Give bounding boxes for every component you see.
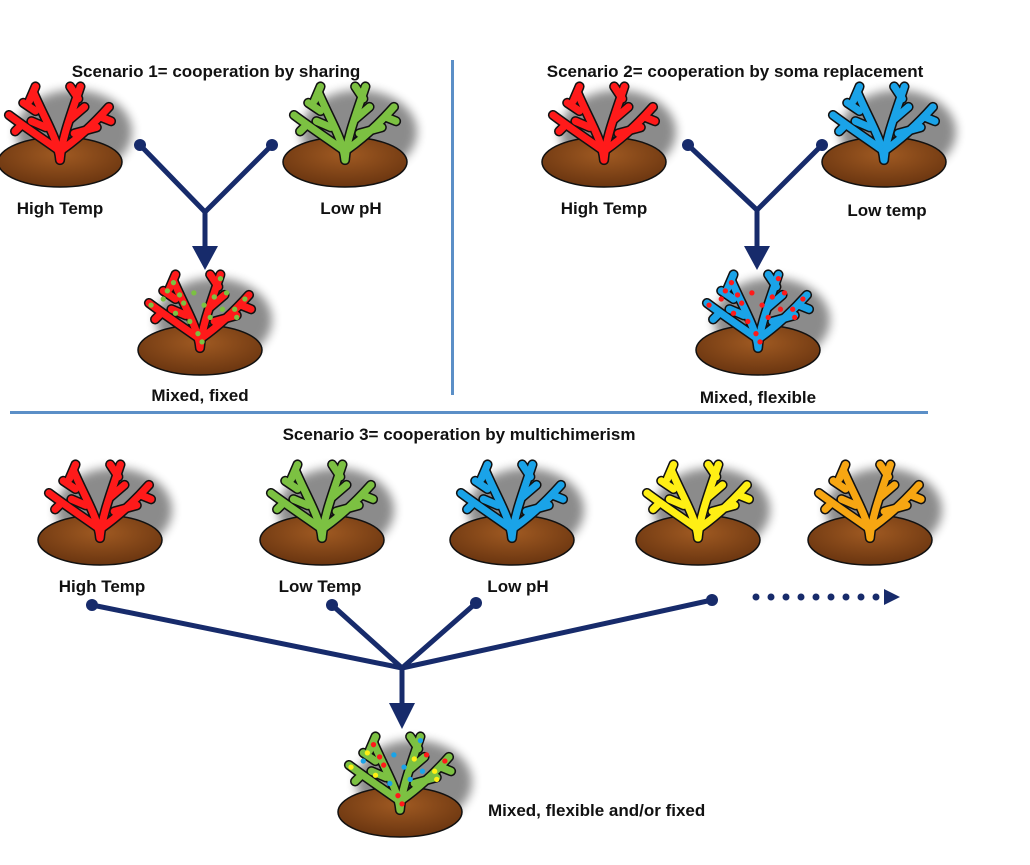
arrow-head [389,703,415,729]
arrow-line [754,142,825,213]
scenario-3-input-label: High Temp [58,577,146,596]
arrow-line [202,142,275,215]
coral-low-temp [821,81,956,188]
continuation-dot [782,593,790,601]
coral-high-temp [0,81,132,188]
scenario-2-title: Scenario 2= cooperation by soma replacem… [546,62,924,81]
coral-low-ph [449,459,584,566]
continuation-dot [842,593,850,601]
arrow-line [89,602,405,671]
arrow-line [329,602,405,671]
continuation-arrow-head [884,589,900,605]
scenario-2-output-label: Mixed, flexible [699,388,817,407]
scenario-3-input-label: Low pH [487,577,549,596]
arrow-line [399,597,715,671]
coral-yellow [635,459,770,566]
coral-low-temp [259,459,394,566]
scenario-1-title: Scenario 1= cooperation by sharing [71,62,361,81]
coral-orange [807,459,942,566]
continuation-dot [812,593,820,601]
continuation-dot [797,593,805,601]
continuation-dot [857,593,865,601]
scenario-1-input-label: Low pH [320,199,382,218]
vertical-divider [451,60,454,395]
scenario-2-input-label: Low temp [847,201,927,220]
scenario-1-output-label: Mixed, fixed [151,386,249,405]
scenario-2-input-label: High Temp [560,199,648,218]
coral-low-ph [282,81,417,188]
continuation-dot [752,593,760,601]
arrow-head [744,246,770,270]
scenario-3-input-label: Low Temp [278,577,362,596]
arrow-line [137,142,208,215]
coral-high-temp [541,81,676,188]
continuation-dot [872,593,880,601]
scenario-3-title: Scenario 3= cooperation by multichimeris… [282,425,636,444]
coral-mixed-fixed [137,269,272,376]
arrow-line [685,142,760,213]
scenario-3-output-label: Mixed, flexible and/or fixed [488,801,706,820]
coral-high-temp [37,459,172,566]
continuation-dot [827,593,835,601]
coral-mixed-flexible [695,269,830,376]
arrow-head [192,246,218,270]
scenario-1-input-label: High Temp [16,199,104,218]
coral-mixed-flexible-fixed [337,731,472,838]
arrow-line [399,600,479,671]
horizontal-divider [10,411,928,414]
continuation-dot [767,593,775,601]
